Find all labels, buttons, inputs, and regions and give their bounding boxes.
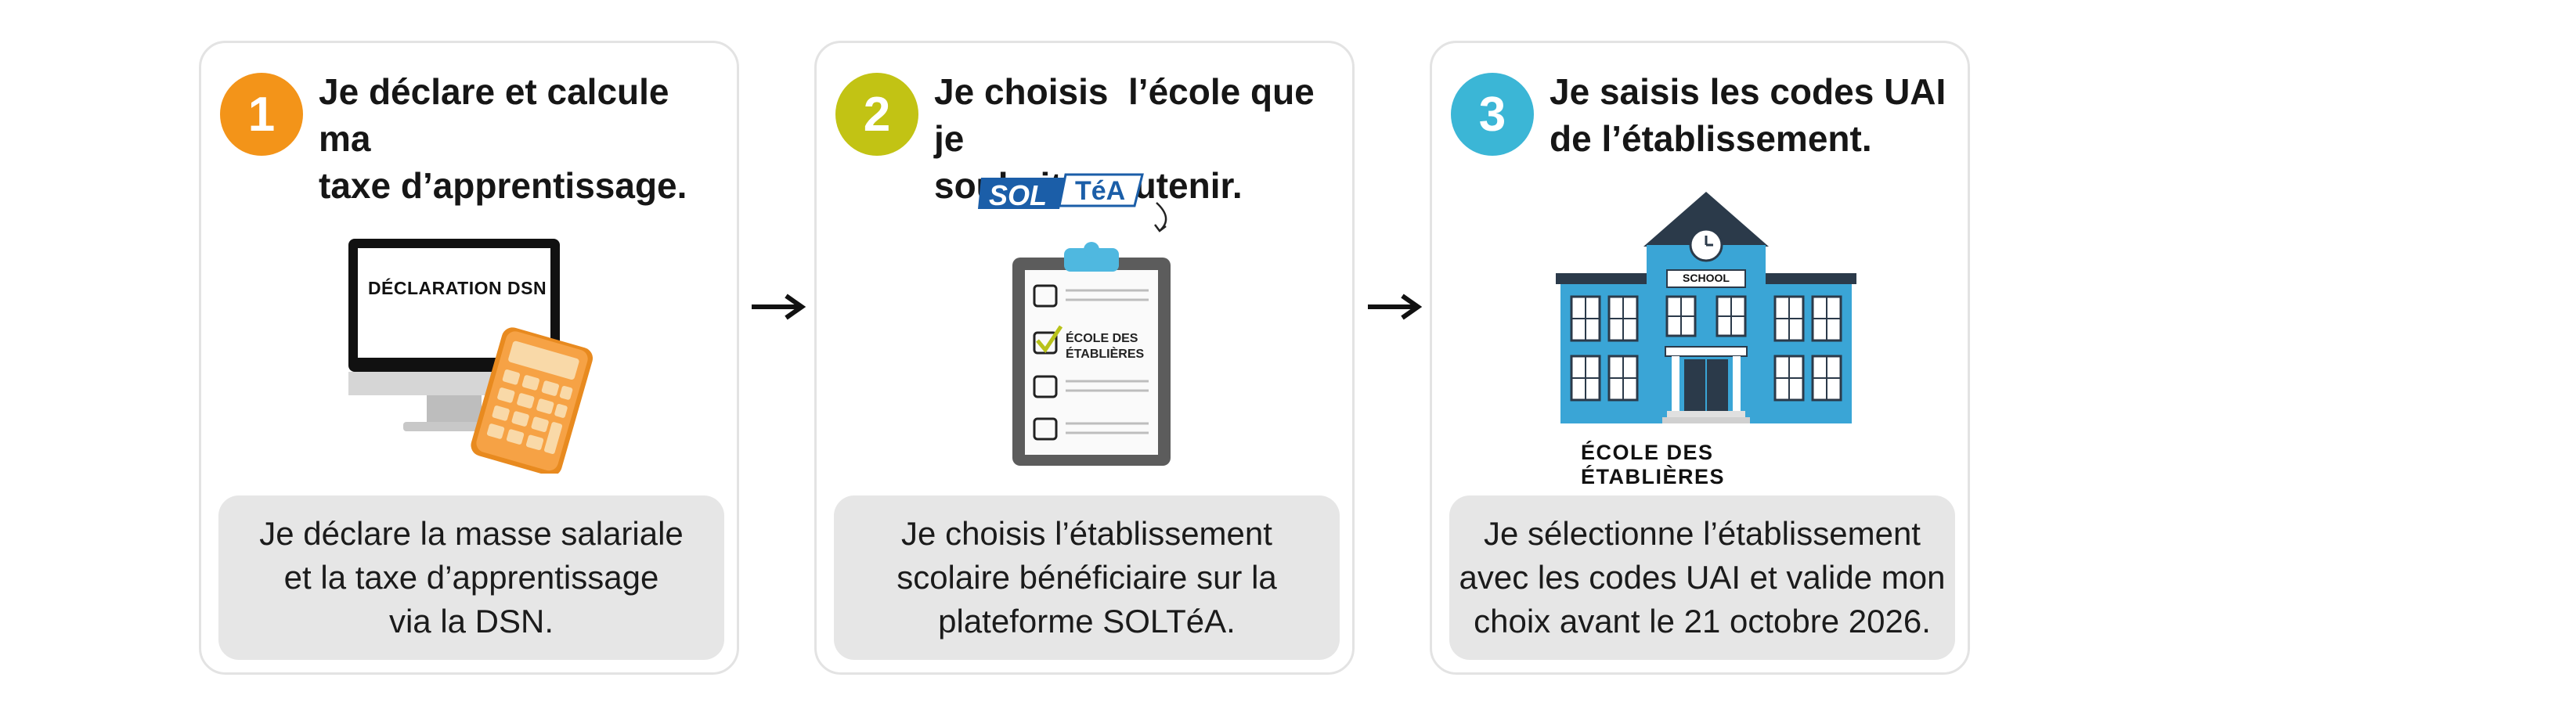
school-building-illustration: SCHOOL ÉCOLE DES ÉTABLIÈRES	[1550, 192, 1863, 488]
school-name-label: ÉCOLE DES ÉTABLIÈRES	[1581, 441, 1726, 488]
step-number-badge: 1	[220, 73, 303, 156]
step-card-1: 1 Je déclare et calcule ma taxe d’appren…	[199, 41, 739, 675]
step-title: Je déclare et calcule ma taxe d’apprenti…	[319, 71, 687, 206]
step-card-2: 2 Je choisis l’école que je souhaite sou…	[814, 41, 1355, 675]
clipboard-icon	[1012, 242, 1171, 466]
step-description: Je sélectionne l’établissement avec les …	[1449, 495, 1955, 660]
step-title: Je saisis les codes UAI de l’établisseme…	[1550, 71, 1946, 159]
step-description: Je choisis l’établissement scolaire béné…	[834, 495, 1340, 660]
arrow-right-icon	[752, 294, 806, 320]
logo-text-tea: TéA	[1075, 176, 1126, 206]
school-icon	[1556, 192, 1856, 423]
clipboard-checklist-illustration: ÉCOLE DES ÉTABLIÈRES	[1009, 242, 1174, 469]
step-card-3: 3 Je saisis les codes UAI de l’établisse…	[1430, 41, 1970, 675]
step-number-badge: 2	[835, 73, 918, 156]
arrow-right-icon	[1368, 294, 1423, 320]
computer-calculator-illustration: DÉCLARATION DSN	[348, 239, 615, 477]
computer-icon	[348, 239, 593, 477]
step-number-badge: 3	[1451, 73, 1534, 156]
step-title: Je choisis l’école que je souhaite soute…	[934, 71, 1315, 206]
step-description: Je déclare la masse salariale et la taxe…	[218, 495, 724, 660]
building-sign: SCHOOL	[1683, 272, 1730, 284]
logo-text-sol: SOL	[989, 179, 1048, 211]
screen-label: DÉCLARATION DSN	[367, 278, 547, 298]
checklist-selected-item: ÉCOLE DES ÉTABLIÈRES	[1066, 332, 1145, 361]
soltea-logo: SOL TéA	[978, 171, 1182, 234]
